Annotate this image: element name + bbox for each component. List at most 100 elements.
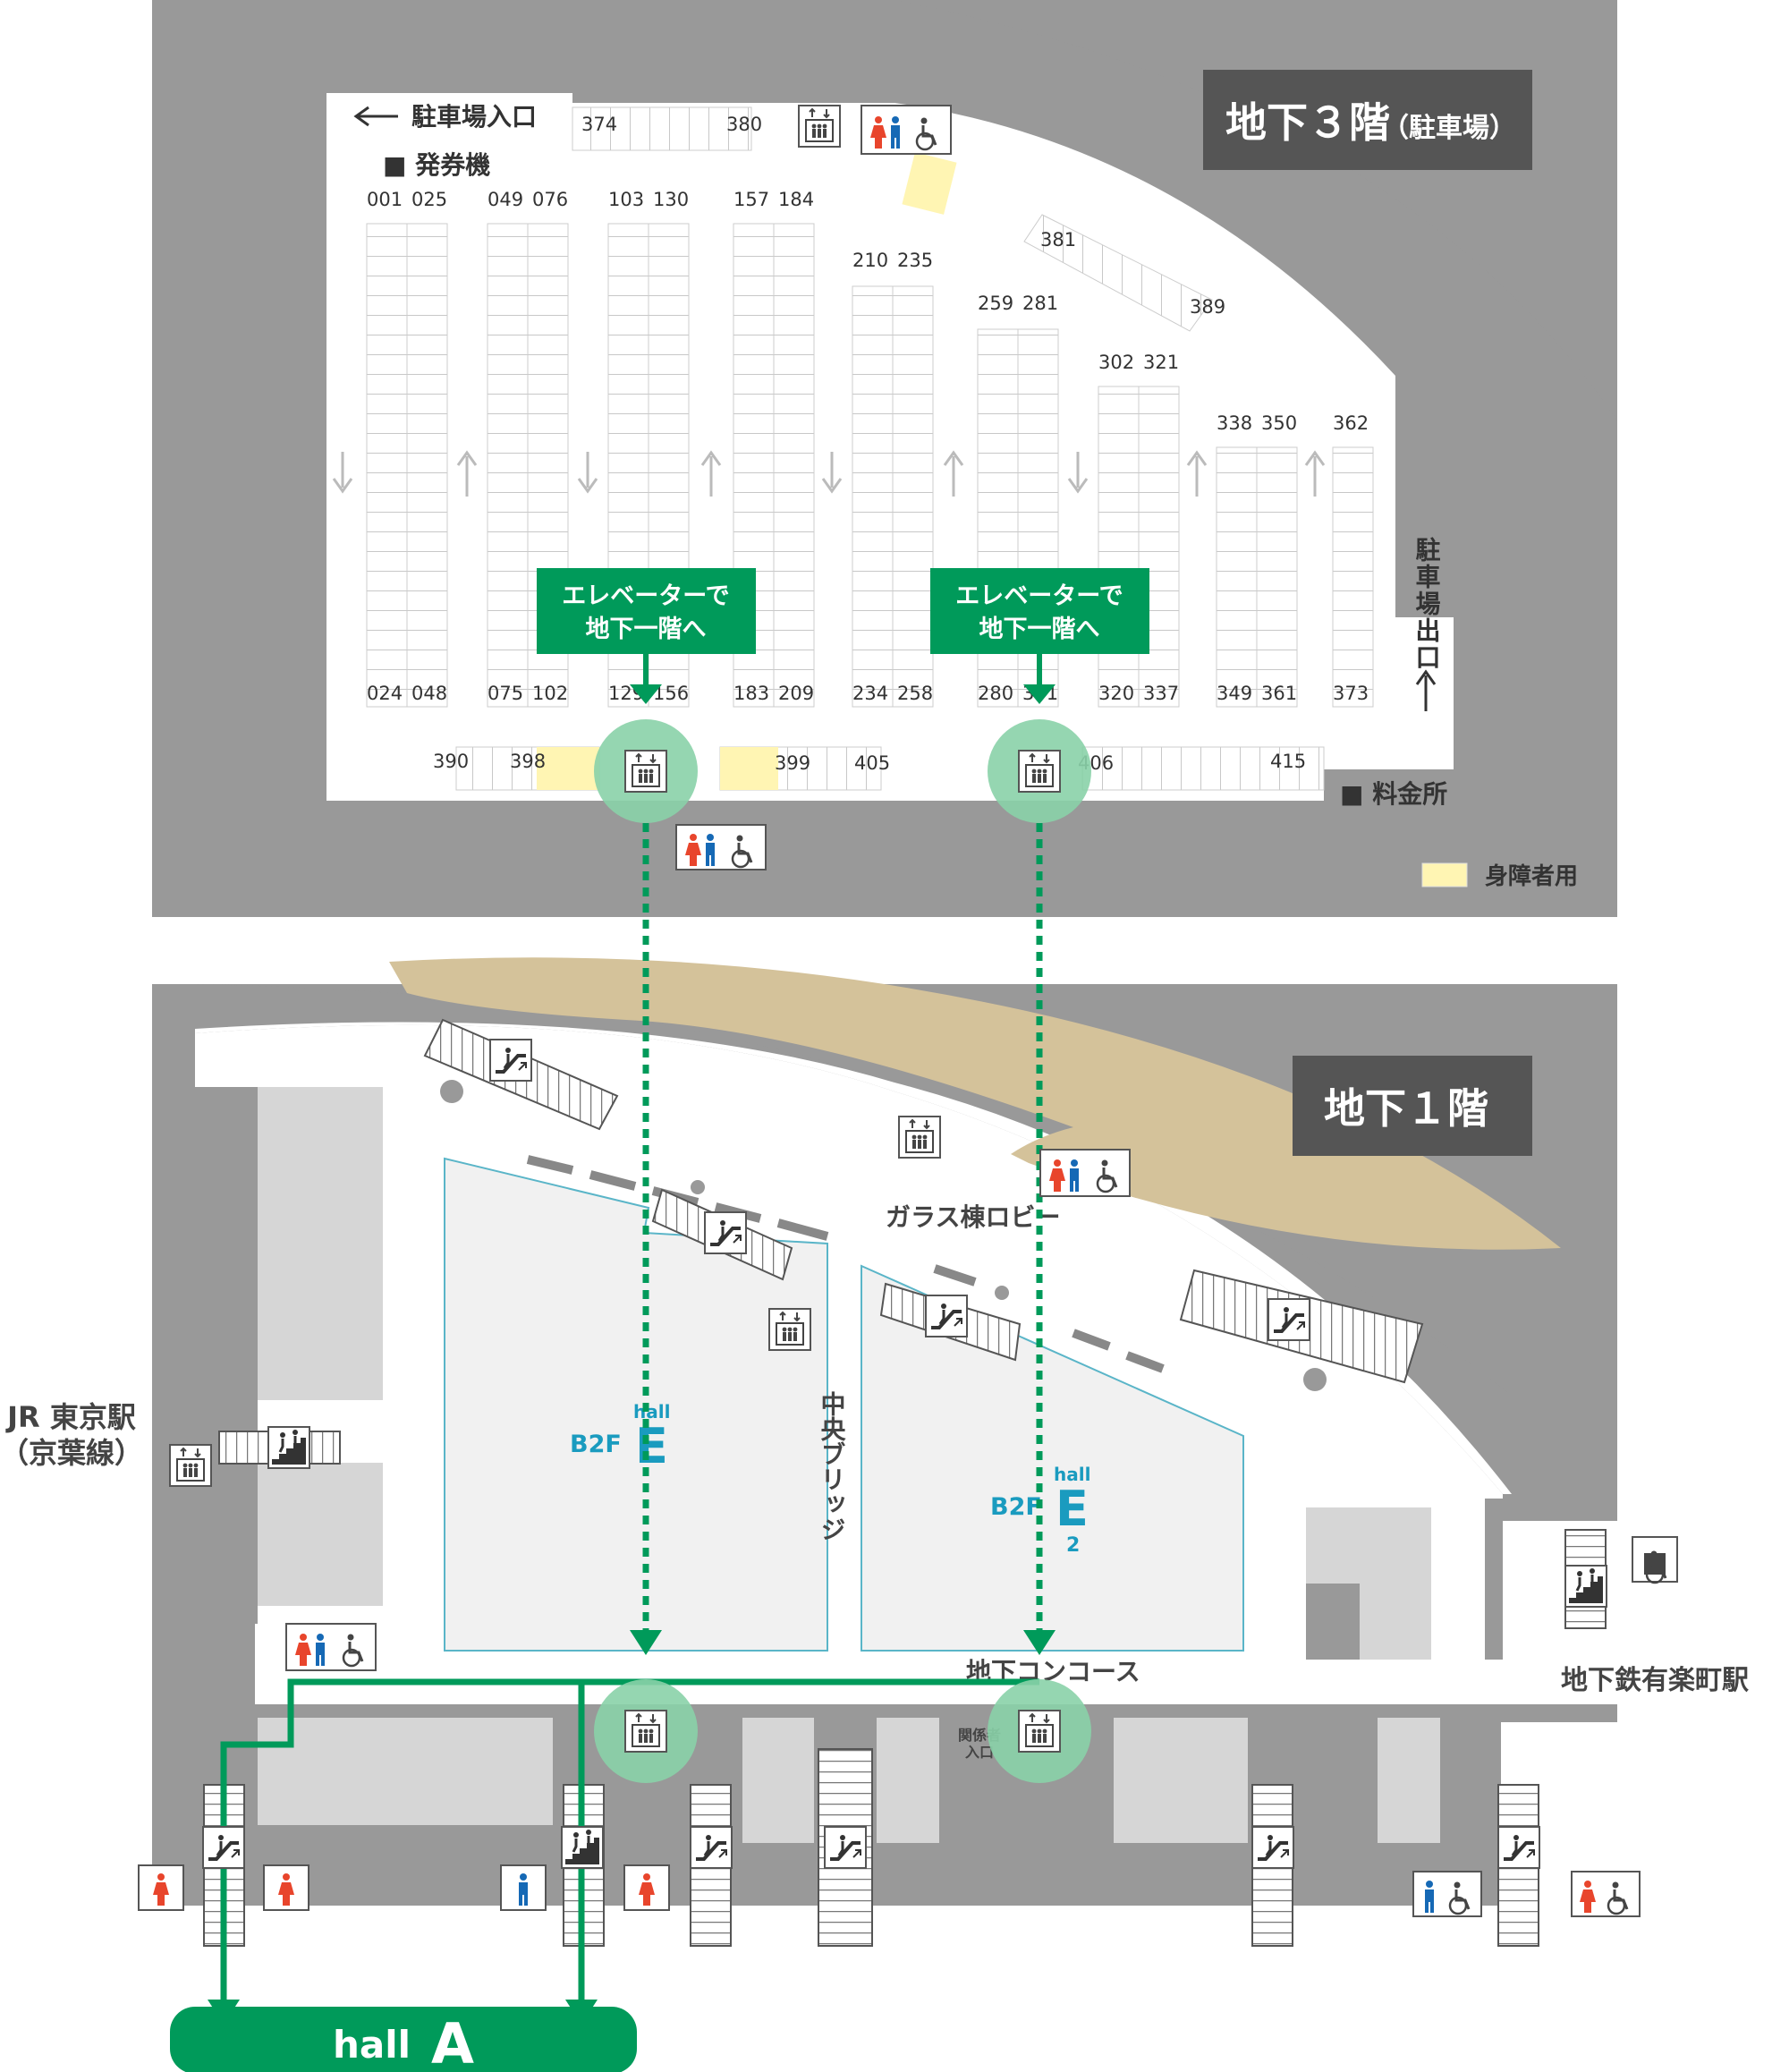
stairs-icon [267, 1425, 311, 1470]
yurakucho-station-label: 地下鉄有楽町駅 [1561, 1665, 1749, 1696]
staff-entrance-label-2: 入口 [965, 1744, 994, 1761]
space-number: 320 [1098, 683, 1134, 704]
space-number: 338 [1217, 412, 1252, 434]
restroom-sign-b1-center [1039, 1149, 1131, 1197]
escalator-icon [1496, 1825, 1541, 1870]
elevator-icon [1018, 750, 1061, 793]
space-number: 389 [1190, 296, 1225, 318]
stairs-icon [560, 1825, 605, 1870]
hall-e1-letter: E [635, 1418, 668, 1474]
space-number: 234 [852, 683, 888, 704]
escalator-icon [1267, 1297, 1311, 1342]
restroom-sign-b3 [675, 824, 767, 870]
accessible-legend-swatch [1421, 862, 1468, 887]
b3-title-sub: （駐車場） [1382, 113, 1516, 144]
escalator-icon [201, 1825, 246, 1870]
elevator-accessible-icon [1632, 1536, 1678, 1584]
space-number: 258 [897, 683, 933, 704]
callout-2-line-2: 地下一階へ [979, 616, 1100, 643]
space-number: 399 [775, 752, 810, 774]
space-number: 184 [778, 189, 814, 210]
parking-entrance-label: 駐車場入口 [411, 102, 537, 132]
glass-lobby-label: ガラス棟ロビー [886, 1202, 1060, 1232]
elevator-icon [768, 1308, 811, 1351]
callout-1-line-1: エレベーターで [562, 582, 729, 610]
exit-arrow-icon [1415, 669, 1437, 711]
space-number: 102 [532, 683, 568, 704]
space-number: 302 [1098, 352, 1134, 373]
escalator-icon [924, 1294, 969, 1338]
hall-a-letter: A [431, 2011, 474, 2072]
space-number: 349 [1217, 683, 1252, 704]
elevator-icon [624, 750, 667, 793]
space-number: 075 [488, 683, 523, 704]
elevator-icon [798, 105, 841, 148]
space-number: 025 [411, 189, 447, 210]
ticket-machine-label: ■ 発券機 [383, 150, 490, 180]
parking-exit-label: 駐車場出口 [1412, 537, 1442, 671]
elevator-icon [1018, 1710, 1061, 1753]
space-number: 024 [367, 683, 403, 704]
space-number: 350 [1261, 412, 1297, 434]
elevator-icon [624, 1710, 667, 1753]
space-number: 157 [733, 189, 769, 210]
space-number: 362 [1333, 412, 1369, 434]
space-number: 390 [433, 751, 469, 772]
space-number: 380 [726, 114, 762, 135]
hall-e2-sub: 2 [1066, 1534, 1080, 1557]
callout-2-line-1: エレベーターで [955, 582, 1123, 610]
stairs-icon [1564, 1564, 1608, 1609]
central-bridge-label: 中央ブリッジ [818, 1391, 847, 1541]
b1-title-badge: 地下１階 [1293, 1056, 1532, 1156]
space-number: 321 [1143, 352, 1179, 373]
space-number: 235 [897, 250, 933, 271]
space-number: 210 [852, 250, 888, 271]
b3-title: 地下３階 [1225, 98, 1390, 147]
elevator-callout-2: エレベーターで 地下一階へ [930, 568, 1149, 704]
hall-e1-outline [444, 1157, 828, 1652]
space-number: 415 [1270, 751, 1306, 772]
callout-1-line-2: 地下一階へ [586, 616, 707, 643]
restroom-sign-b1-left [285, 1623, 377, 1671]
space-number: 280 [978, 683, 1013, 704]
hall-a-banner[interactable]: hall A [170, 2007, 637, 2072]
space-number: 103 [608, 189, 644, 210]
hall-e2-outline [861, 1264, 1244, 1652]
space-number: 209 [778, 683, 814, 704]
hall-e1-hall: hall [633, 1401, 670, 1422]
escalator-icon [689, 1825, 733, 1870]
lane-arrows [332, 450, 1326, 497]
space-number: 049 [488, 189, 523, 210]
elevator-callout-1: エレベーターで 地下一階へ [537, 568, 756, 704]
space-number: 001 [367, 189, 403, 210]
space-number: 398 [510, 751, 546, 772]
arrow-left-icon [353, 106, 398, 127]
space-number: 405 [854, 752, 890, 774]
hall-e2-hall: hall [1054, 1464, 1090, 1485]
space-number: 373 [1333, 683, 1369, 704]
hall-e2-letter: E [1056, 1481, 1089, 1537]
bottom-facility-icons [138, 1825, 1641, 1917]
restroom-sign-top [861, 105, 952, 155]
escalator-icon [1251, 1825, 1295, 1870]
elevator-icon [169, 1444, 212, 1487]
escalator-icon [823, 1825, 868, 1870]
hall-e1-label: B2F hall E [570, 1401, 670, 1474]
plaza-area [389, 957, 1561, 1250]
space-number: 361 [1261, 683, 1297, 704]
space-number: 048 [411, 683, 447, 704]
space-number: 130 [653, 189, 689, 210]
b3-title-badge: 地下３階 （駐車場） [1203, 70, 1532, 170]
escalator-icon [488, 1038, 533, 1083]
space-number: 374 [581, 114, 617, 135]
hall-e2-floor: B2F [990, 1493, 1042, 1521]
space-number: 183 [733, 683, 769, 704]
elevator-route-dotted [630, 823, 1056, 1655]
space-number: 076 [532, 189, 568, 210]
space-number: 381 [1040, 229, 1076, 251]
space-number: 281 [1022, 293, 1058, 314]
escalator-icon [703, 1210, 748, 1255]
accessible-legend-label: 身障者用 [1485, 862, 1578, 890]
